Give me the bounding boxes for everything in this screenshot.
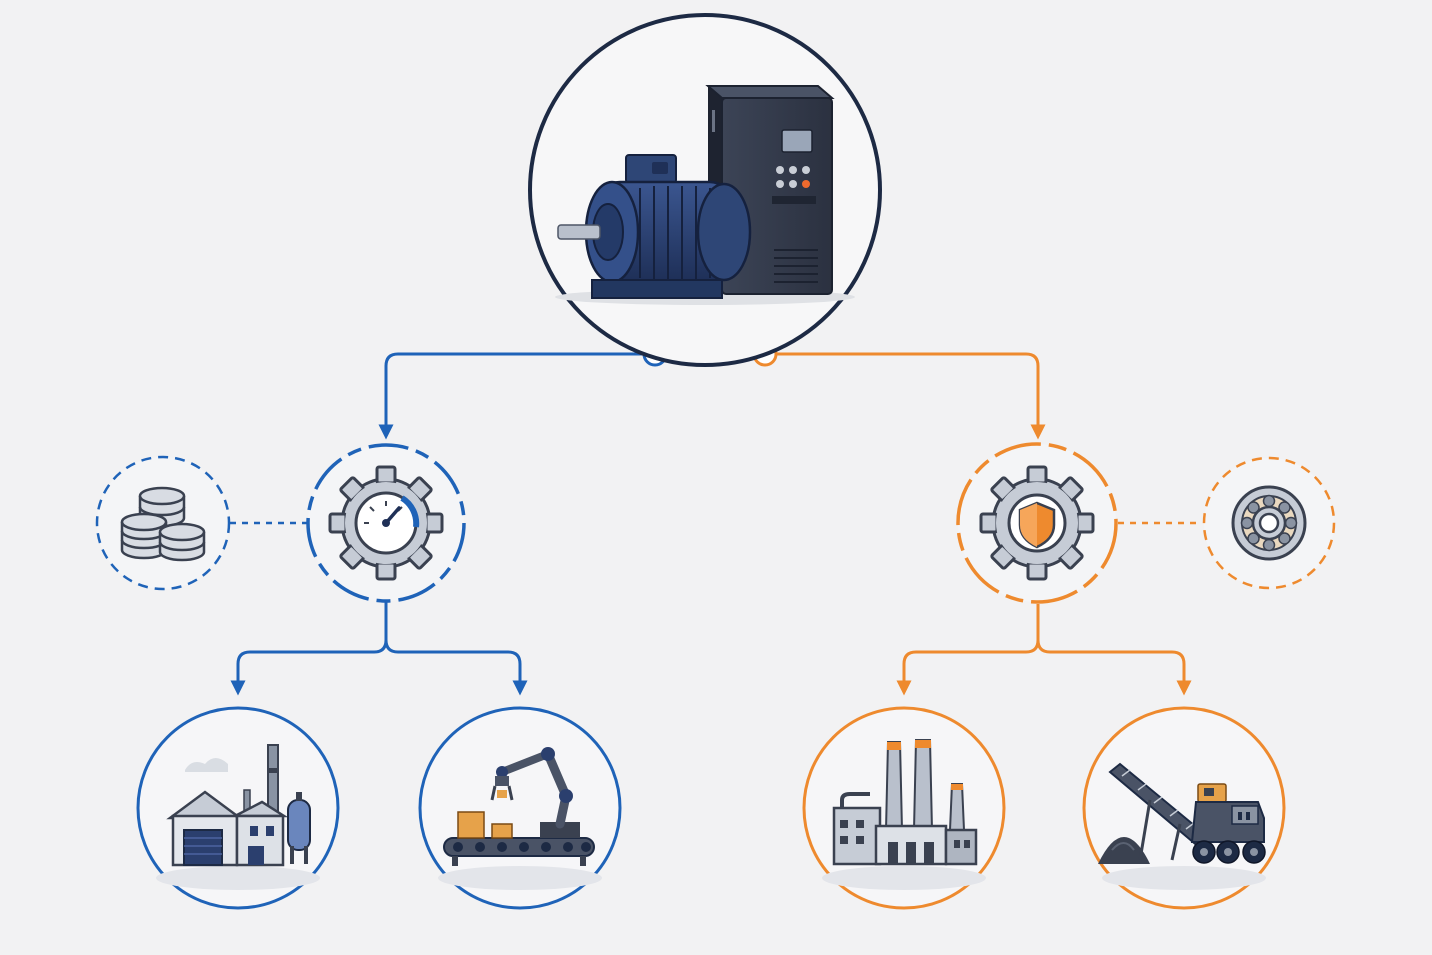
connector-blue-split	[230, 602, 528, 696]
connector-hub-to-orange	[777, 352, 1046, 440]
mining-conveyor-excavator-icon	[1098, 762, 1266, 890]
orange-branch-node	[956, 442, 1118, 604]
blue-side-node	[95, 455, 231, 591]
orange-leaf-2	[1082, 706, 1286, 910]
orange-leaf-1	[802, 706, 1006, 910]
gear-with-shield-icon	[979, 465, 1095, 581]
power-plant-smokestacks-icon	[822, 739, 986, 890]
blue-leaf-1	[136, 706, 340, 910]
ball-bearing-icon	[1231, 485, 1307, 561]
orange-side-node	[1202, 456, 1336, 590]
robotic-arm-conveyor-icon	[438, 747, 602, 890]
stacked-coins-icon	[120, 486, 206, 562]
electric-motor-with-vfd-drive-icon	[555, 85, 855, 305]
connector-orange-split	[896, 604, 1192, 696]
blue-branch-node	[306, 443, 466, 603]
blue-leaf-2	[418, 706, 622, 910]
connector-hub-to-blue	[378, 352, 643, 440]
industrial-warehouse-plant-icon	[156, 744, 320, 890]
gear-with-speed-gauge-icon	[328, 465, 444, 581]
hub-node	[528, 13, 882, 367]
